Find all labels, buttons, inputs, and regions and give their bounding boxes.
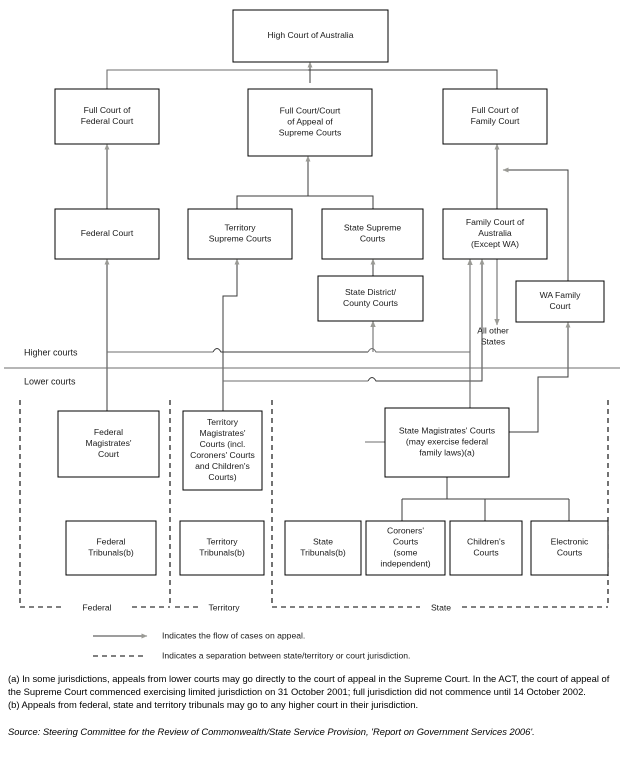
footnote-b: (b) Appeals from federal, state and terr… <box>8 699 419 711</box>
connector-lower-bus <box>223 258 485 382</box>
box-federal-court[interactable]: Federal Court <box>54 208 160 260</box>
jurisdiction-label-state: State <box>431 602 451 612</box>
legend-arrow-row: Indicates the flow of cases on appeal. <box>93 630 305 640</box>
legend-dashed-row: Indicates a separation between state/ter… <box>93 650 410 660</box>
box-high-court-of-australia[interactable]: High Court of Australia <box>232 9 389 63</box>
footnote-a: (a) In some jurisdictions, appeals from … <box>8 673 610 698</box>
legend-arrow-text: Indicates the flow of cases on appeal. <box>162 630 305 640</box>
box-label: State District/County Courts <box>343 287 398 308</box>
legend-dashed-text: Indicates a separation between state/ter… <box>162 650 410 660</box>
lower-courts-label: Lower courts <box>24 376 76 386</box>
connector-higher-bus <box>107 320 471 411</box>
jurisdiction-label-territory: Territory <box>208 602 240 612</box>
box-label: State Magistrates' Courts(may exercise f… <box>399 426 495 458</box>
footnotes: (a) In some jurisdictions, appeals from … <box>8 672 618 738</box>
higher-courts-label: Higher courts <box>24 347 78 357</box>
box-state-magistrates-courts[interactable]: State Magistrates' Courts(may exercise f… <box>384 407 510 478</box>
box-label: Federal Court <box>81 228 134 238</box>
source-note: Source: Steering Committee for the Revie… <box>8 725 535 737</box>
box-label: High Court of Australia <box>268 30 354 40</box>
connector-territorysupreme-territorymagistrates <box>222 258 240 411</box>
connector-statemagistrates-children <box>401 477 570 521</box>
connector-statemagistrates-right <box>509 414 539 433</box>
connector-wafamily-statemagistrates <box>537 321 571 414</box>
connector-wafamily-fullfamily <box>502 167 569 281</box>
connector-fullsupreme-supremecourts <box>236 155 374 209</box>
box-state-district-county-courts[interactable]: State District/County Courts <box>317 275 424 322</box>
jurisdiction-label-federal: Federal <box>82 602 111 612</box>
connector-highcourt-bus <box>106 61 498 89</box>
